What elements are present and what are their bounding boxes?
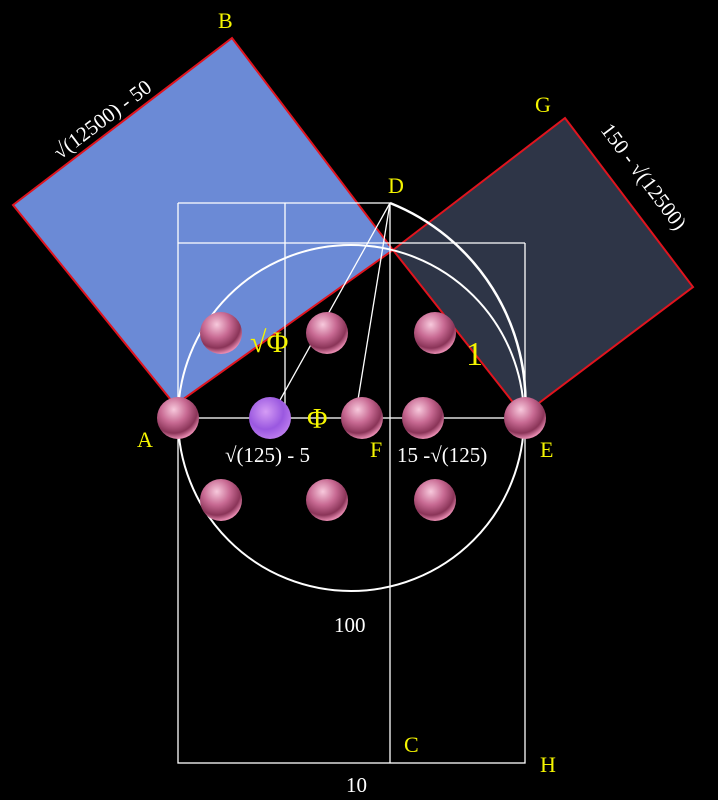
spheres <box>157 312 546 521</box>
sphere-a <box>157 397 199 439</box>
sphere-highlighted <box>249 397 291 439</box>
sphere <box>200 479 242 521</box>
sphere <box>306 479 348 521</box>
width-label: 10 <box>346 773 367 797</box>
sphere <box>200 312 242 354</box>
sqrt-phi-label: √Φ <box>250 326 288 359</box>
point-g: G <box>535 92 551 117</box>
sphere-e <box>504 397 546 439</box>
point-h: H <box>540 752 556 777</box>
sphere <box>306 312 348 354</box>
one-label: 1 <box>466 336 483 373</box>
phi-label: Φ <box>307 404 327 435</box>
af-segment-label: √(125) - 5 <box>225 443 310 467</box>
point-b: B <box>218 8 233 33</box>
fe-segment-label: 15 -√(125) <box>397 443 487 467</box>
point-f: F <box>370 437 382 462</box>
point-e: E <box>540 437 553 462</box>
height-label: 100 <box>334 613 366 637</box>
point-a: A <box>137 427 153 452</box>
sphere <box>414 479 456 521</box>
point-d: D <box>388 173 404 198</box>
sphere <box>402 397 444 439</box>
sphere <box>341 397 383 439</box>
point-c: C <box>404 732 419 757</box>
sphere <box>414 312 456 354</box>
dark-square <box>391 116 695 417</box>
